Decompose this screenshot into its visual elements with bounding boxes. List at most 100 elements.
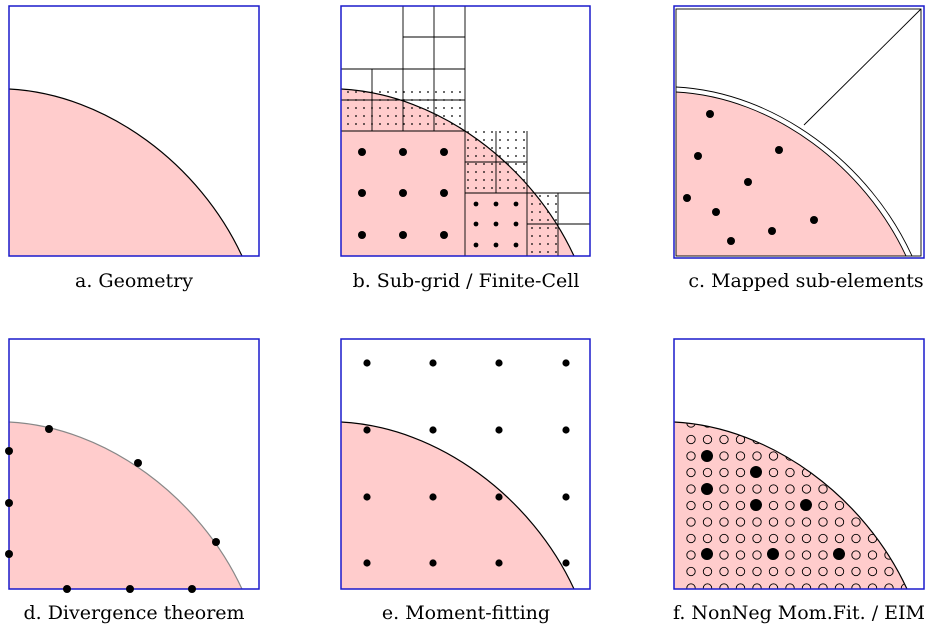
cell-frame	[340, 5, 591, 257]
candidate-point	[686, 451, 696, 461]
candidate-point	[867, 550, 878, 560]
candidate-point	[735, 566, 746, 577]
candidate-point	[867, 500, 878, 511]
moment-points	[363, 359, 570, 567]
cell-frame	[673, 5, 925, 259]
boundary-points	[5, 425, 220, 593]
candidate-point	[752, 566, 762, 577]
candidate-point	[818, 583, 828, 589]
candidate-point	[785, 422, 795, 428]
candidate-point	[686, 434, 696, 445]
candidate-point	[884, 434, 894, 445]
candidate-point	[801, 517, 812, 527]
candidate-point	[735, 517, 746, 527]
boundary-curve	[8, 88, 243, 257]
candidate-point	[785, 467, 795, 478]
candidate-point	[867, 484, 878, 494]
candidate-point	[702, 583, 713, 589]
caption-d: d. Divergence theorem	[23, 602, 244, 624]
candidate-point	[768, 434, 779, 445]
candidate-point	[851, 566, 861, 577]
domain-region	[674, 422, 907, 589]
candidate-point	[884, 533, 894, 544]
candidate-point	[900, 467, 907, 478]
candidate-point	[884, 500, 894, 511]
candidate-point	[735, 583, 746, 589]
candidate-point	[735, 550, 746, 560]
candidate-point	[900, 484, 907, 494]
cell-frame	[340, 338, 591, 590]
candidate-point	[867, 583, 878, 589]
panel-a: a. Geometry	[8, 5, 260, 292]
candidate-point	[785, 583, 795, 589]
candidate-point	[785, 533, 795, 544]
candidate-point	[752, 451, 762, 461]
candidate-point	[884, 583, 894, 589]
candidate-point	[702, 566, 713, 577]
candidate-point	[818, 550, 828, 560]
candidate-point	[900, 550, 907, 560]
candidate-point	[884, 451, 894, 461]
candidate-point	[735, 467, 746, 478]
candidate-point	[785, 566, 795, 577]
panel-e: e. Moment-fitting	[340, 338, 591, 624]
candidate-point	[900, 451, 907, 461]
candidate-point	[768, 533, 779, 544]
candidate-point	[719, 500, 729, 511]
candidate-point	[702, 533, 713, 544]
candidate-point	[686, 517, 696, 527]
candidate-point	[851, 500, 861, 511]
candidate-point	[900, 422, 907, 428]
candidate-point	[834, 451, 845, 461]
candidate-point	[851, 533, 861, 544]
candidate-point	[719, 422, 729, 428]
candidate-point	[752, 517, 762, 527]
dotted-subcell	[527, 224, 558, 256]
candidate-point	[851, 517, 861, 527]
selected-points	[701, 450, 845, 560]
candidate-point	[686, 467, 696, 478]
candidate-point	[735, 451, 746, 461]
candidate-point	[834, 467, 845, 478]
candidate-point	[818, 451, 828, 461]
candidate-point	[900, 533, 907, 544]
candidate-point	[834, 517, 845, 527]
quadrature-points	[683, 110, 818, 245]
candidate-point	[818, 566, 828, 577]
candidate-point	[884, 422, 894, 428]
candidate-point	[752, 533, 762, 544]
panel-d: d. Divergence theorem	[5, 338, 260, 624]
candidate-point	[752, 550, 762, 560]
candidate-point	[818, 434, 828, 445]
candidate-point	[801, 533, 812, 544]
candidate-point	[785, 484, 795, 494]
candidate-point	[818, 484, 828, 494]
candidate-point	[867, 434, 878, 445]
domain-region	[341, 422, 574, 589]
candidate-point	[719, 434, 729, 445]
mapped-boundary-outer	[675, 86, 913, 257]
candidate-point	[884, 517, 894, 527]
candidate-point	[735, 484, 746, 494]
boundary-curve	[673, 421, 908, 590]
candidate-point	[851, 451, 861, 461]
candidate-point	[785, 500, 795, 511]
candidate-point	[851, 434, 861, 445]
candidate-point	[834, 583, 845, 589]
gauss-points	[358, 148, 519, 248]
candidate-point	[719, 451, 729, 461]
panel-c: c. Mapped sub-elements	[673, 5, 925, 292]
candidate-point	[801, 434, 812, 445]
candidate-point	[801, 583, 812, 589]
candidate-point	[867, 422, 878, 428]
candidate-point	[768, 517, 779, 527]
inner-frame	[675, 8, 922, 257]
caption-f: f. NonNeg Mom.Fit. / EIM	[673, 602, 925, 624]
boundary-curve	[340, 421, 575, 590]
mapping-diagonal	[803, 8, 922, 126]
candidate-point	[719, 550, 729, 560]
caption-c: c. Mapped sub-elements	[688, 270, 923, 292]
candidate-point	[702, 517, 713, 527]
candidate-point	[818, 500, 828, 511]
candidate-point	[818, 467, 828, 478]
